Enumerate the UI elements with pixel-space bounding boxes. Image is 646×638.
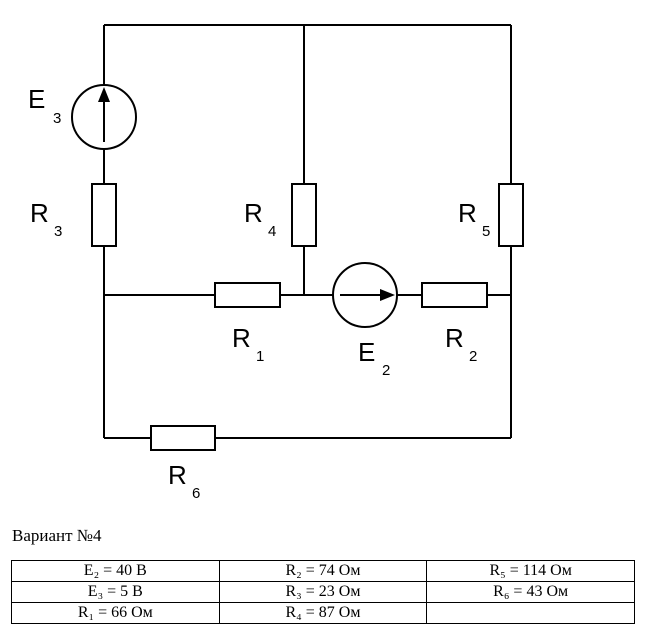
- parameters-table: E₂ = 40 В R₂ = 74 Ом R₅ = 114 Ом E₃ = 5 …: [11, 560, 635, 624]
- table-cell: R₄ = 87 Ом: [218, 602, 428, 624]
- label-r1-sub: 1: [256, 348, 264, 365]
- table-cell: E₃ = 5 В: [11, 581, 220, 603]
- source-e2: [332, 262, 398, 328]
- table-cell: R₅ = 114 Ом: [426, 560, 635, 582]
- label-r5-sub: 5: [482, 223, 490, 240]
- component-labels: E 3 R 3 R 4 R 5 R 1 E 2 R 2 R 6: [28, 84, 490, 502]
- table-cell: E₂ = 40 В: [11, 560, 220, 582]
- table-row: E₂ = 40 В R₂ = 74 Ом R₅ = 114 Ом: [11, 560, 635, 582]
- resistor-r1: [214, 282, 281, 308]
- table-cell: [426, 602, 635, 624]
- table-cell: R₃ = 23 Ом: [218, 581, 428, 603]
- resistor-r4: [291, 183, 317, 247]
- label-e3-sub: 3: [53, 110, 61, 127]
- label-r4-sub: 4: [268, 223, 276, 240]
- resistor-r3: [91, 183, 117, 247]
- table-cell: R₁ = 66 Ом: [11, 602, 220, 624]
- label-r1-main: R: [232, 323, 251, 353]
- variant-title: Вариант №4: [12, 526, 102, 545]
- label-r2-sub: 2: [469, 348, 477, 365]
- label-e2-main: E: [358, 337, 375, 367]
- label-r4-main: R: [244, 198, 263, 228]
- label-r2-main: R: [445, 323, 464, 353]
- circuit-diagram: E 3 R 3 R 4 R 5 R 1 E 2 R 2 R 6: [28, 24, 524, 502]
- label-e3-main: E: [28, 84, 45, 114]
- label-r5-main: R: [458, 198, 477, 228]
- label-r6-sub: 6: [192, 485, 200, 502]
- label-r6-main: R: [168, 460, 187, 490]
- wires: [103, 24, 512, 439]
- table-cell: R₂ = 74 Ом: [218, 560, 428, 582]
- source-e3: [71, 84, 137, 150]
- table-row: E₃ = 5 В R₃ = 23 Ом R₆ = 43 Ом: [11, 581, 635, 603]
- label-r3-main: R: [30, 198, 49, 228]
- resistor-r6: [150, 425, 216, 451]
- resistor-r5: [498, 183, 524, 247]
- label-r3-sub: 3: [54, 223, 62, 240]
- table-cell: R₆ = 43 Ом: [426, 581, 635, 603]
- label-e2-sub: 2: [382, 362, 390, 379]
- table-row: R₁ = 66 Ом R₄ = 87 Ом: [11, 602, 635, 624]
- resistor-r2: [421, 282, 488, 308]
